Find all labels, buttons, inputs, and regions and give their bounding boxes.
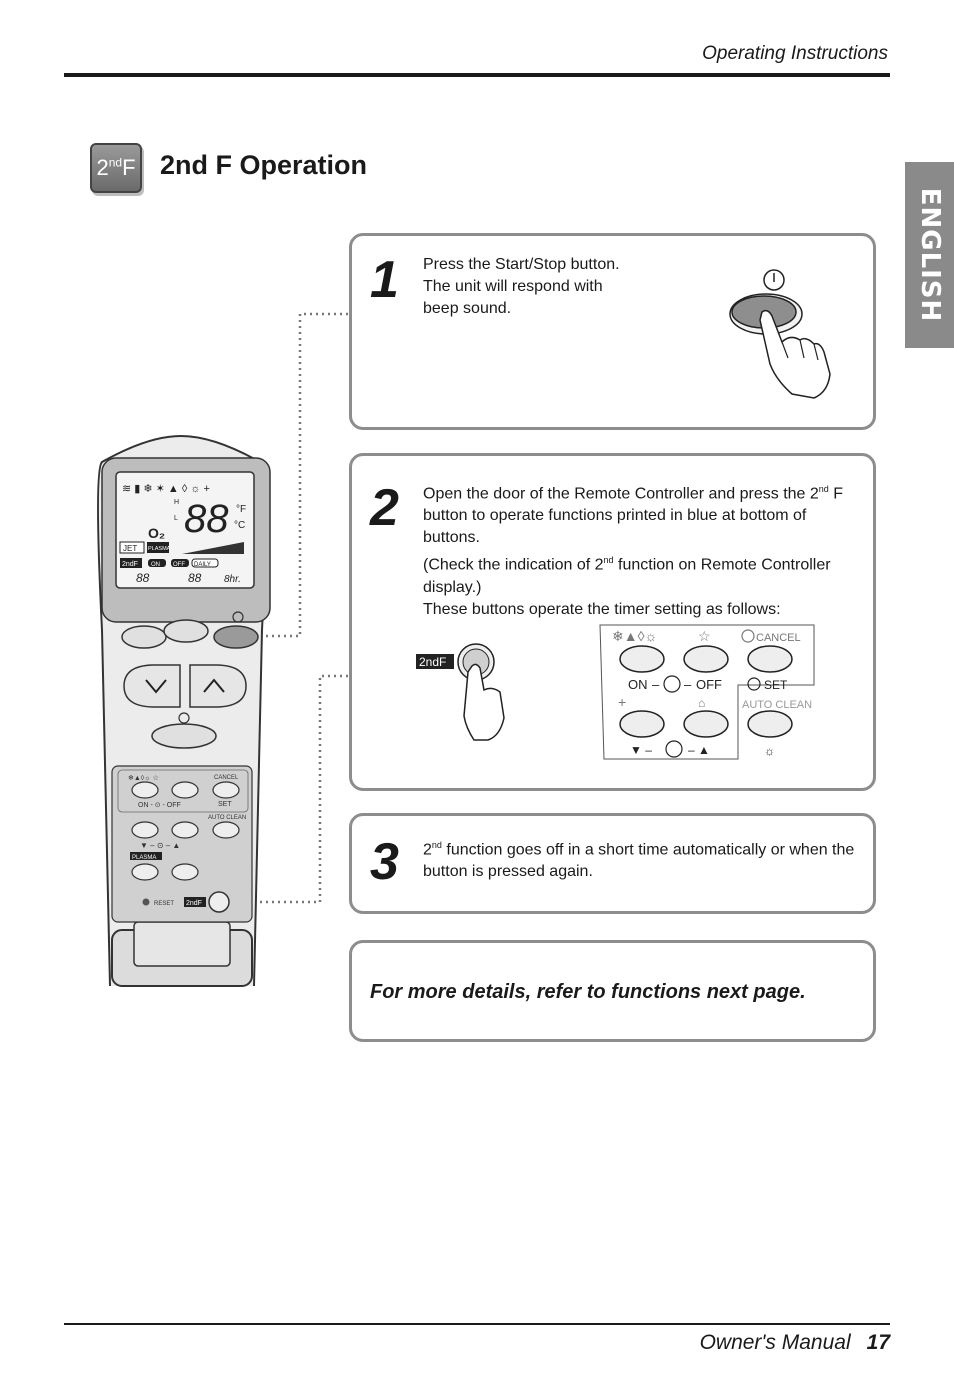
language-tab-label: ENGLISH — [914, 187, 945, 323]
hand-pressing-2nd-f-icon: 2ndF — [416, 643, 505, 741]
display-on: ON — [151, 562, 160, 568]
display-h: H — [174, 499, 179, 506]
display-2ndf: 2ndF — [122, 561, 138, 568]
svg-text:▼ – ⊙ – ▲: ▼ – ⊙ – ▲ — [140, 841, 180, 850]
svg-text:–: – — [652, 677, 660, 692]
step-2-line-1b: F — [828, 485, 844, 503]
display-l: L — [174, 515, 178, 522]
svg-text:▼ –: ▼ – — [630, 743, 652, 757]
step-2-box: 2 Open the door of the Remote Controller… — [349, 453, 876, 791]
panel-cancel: CANCEL — [214, 775, 239, 781]
step-2-line-1a: Open the door of the Remote Controller a… — [423, 485, 819, 503]
step-1-box: 1 Press the Start/Stop button. The unit … — [349, 233, 876, 430]
step-3-number: 3 — [370, 833, 399, 891]
svg-text:≋ ▮ ❄ ✶ ▲ ◊ ☼ +: ≋ ▮ ❄ ✶ ▲ ◊ ☼ + — [122, 483, 210, 495]
2nd-f-icon-label: 2 — [96, 155, 109, 180]
remote-jet-button — [163, 619, 209, 643]
display-o2: O₂ — [148, 525, 165, 541]
panel-2ndf: 2ndF — [186, 900, 202, 907]
step-3-line-1: 2nd function goes off in a short time au… — [423, 834, 868, 861]
footer: Owner's Manual 17 — [700, 1331, 890, 1355]
2nd-f-icon-sup: nd — [108, 155, 123, 170]
step-3-line-1a: 2 — [423, 841, 432, 859]
step-2-line-4b: function on Remote Controller — [613, 556, 831, 574]
step-3-box: 3 2nd function goes off in a short time … — [349, 813, 876, 914]
svg-text:+: + — [618, 694, 626, 710]
remote-fan-button — [151, 723, 217, 749]
display-unit-f: °F — [236, 504, 246, 515]
panel-reset: RESET — [154, 901, 174, 907]
step-3-line-2: button is pressed again. — [423, 863, 593, 881]
display-off: OFF — [173, 562, 185, 568]
hand-pressing-start-stop-icon — [729, 269, 831, 399]
svg-text:❄▲◊☼: ❄▲◊☼ — [612, 628, 657, 644]
display-timer-on: 88 — [136, 571, 150, 585]
step-2-line-4: (Check the indication of 2nd function on… — [423, 549, 868, 576]
svg-text:⌂: ⌂ — [698, 696, 705, 710]
remote-controller-illustration: ≋ ▮ ❄ ✶ ▲ ◊ ☼ + H L 88 °F °C O₂ JET PLAS… — [97, 312, 348, 987]
note-text: For more details, refer to functions nex… — [370, 981, 806, 1003]
step-3-line-1b: function goes off in a short time automa… — [441, 841, 855, 859]
step-2-line-5: display.) — [423, 578, 482, 596]
footer-rule — [64, 1323, 890, 1325]
display-digits: 88 — [184, 497, 229, 541]
timer-buttons-diagram: ❄▲◊☼ ☆ CANCEL ON – – OFF SET + ⌂ AUTO CL… — [599, 624, 815, 760]
step-1-line-1: Press the Start/Stop button. — [423, 256, 620, 273]
remote-lower-panel — [111, 765, 253, 923]
panel-on-off: ON - ⊙ - OFF — [138, 802, 181, 809]
svg-text:☼: ☼ — [764, 744, 775, 758]
step-2-number: 2 — [370, 479, 399, 537]
display-daily: DAILY — [194, 562, 211, 568]
svg-text:☆: ☆ — [698, 628, 711, 644]
svg-text:❄▲◊☼ ☆: ❄▲◊☼ ☆ — [128, 774, 159, 782]
remote-display — [115, 471, 255, 589]
step-2-text: Open the door of the Remote Controller a… — [423, 478, 868, 621]
diagram-off: OFF — [696, 677, 722, 692]
display-jet: JET — [123, 544, 137, 553]
note-box: For more details, refer to functions nex… — [349, 940, 876, 1042]
step-2-badge: 2ndF — [419, 655, 446, 669]
panel-set: SET — [218, 801, 232, 808]
step-2-line-2: button to operate functions printed in b… — [423, 507, 807, 525]
svg-text:–: – — [684, 677, 692, 692]
display-hours: 8hr. — [224, 574, 241, 585]
connector-line-step2 — [212, 674, 348, 904]
page-number: 17 — [866, 1331, 890, 1354]
panel-plasma: PLASMA — [132, 855, 156, 861]
diagram-on: ON — [628, 677, 648, 692]
display-timer-off: 88 — [188, 571, 202, 585]
2nd-f-icon: 2ndF — [90, 143, 142, 193]
step-2-line-4-sup: nd — [603, 555, 614, 566]
display-unit-c: °C — [234, 520, 245, 531]
2nd-f-icon-tail: F — [122, 155, 136, 180]
header-rule — [64, 73, 890, 77]
step-1-number: 1 — [370, 251, 399, 309]
section-title: 2nd F Operation — [160, 150, 368, 180]
step-2-line-4a: (Check the indication of 2 — [423, 556, 604, 574]
diagram-auto-clean: AUTO CLEAN — [742, 699, 812, 711]
language-tab: ENGLISH — [905, 162, 954, 348]
step-2-line-1-sup: nd — [818, 484, 829, 494]
step-1-line-2: The unit will respond with — [423, 278, 603, 295]
diagram-cancel: CANCEL — [756, 632, 801, 644]
step-2-line-3: buttons. — [423, 529, 480, 547]
panel-auto-clean: AUTO CLEAN — [208, 815, 246, 821]
header-title: Operating Instructions — [702, 43, 888, 64]
step-1-text: Press the Start/Stop button. The unit wi… — [423, 254, 620, 320]
remote-swing-button — [121, 625, 167, 649]
remote-start-stop-button — [213, 625, 259, 649]
step-2-line-1: Open the door of the Remote Controller a… — [423, 478, 868, 505]
svg-text:– ▲: – ▲ — [688, 743, 710, 757]
remote-2nd-f-button — [208, 891, 230, 913]
footer-manual-title: Owner's Manual — [699, 1331, 851, 1354]
step-3-text: 2nd function goes off in a short time au… — [423, 834, 868, 883]
display-plasma: PLASMA — [148, 546, 171, 552]
connector-line-step1 — [236, 312, 348, 638]
step-2-line-6: These buttons operate the timer setting … — [423, 600, 781, 618]
step-1-line-3: beep sound. — [423, 300, 512, 317]
diagram-set: SET — [764, 678, 788, 692]
step-3-line-1-sup: nd — [431, 840, 442, 850]
